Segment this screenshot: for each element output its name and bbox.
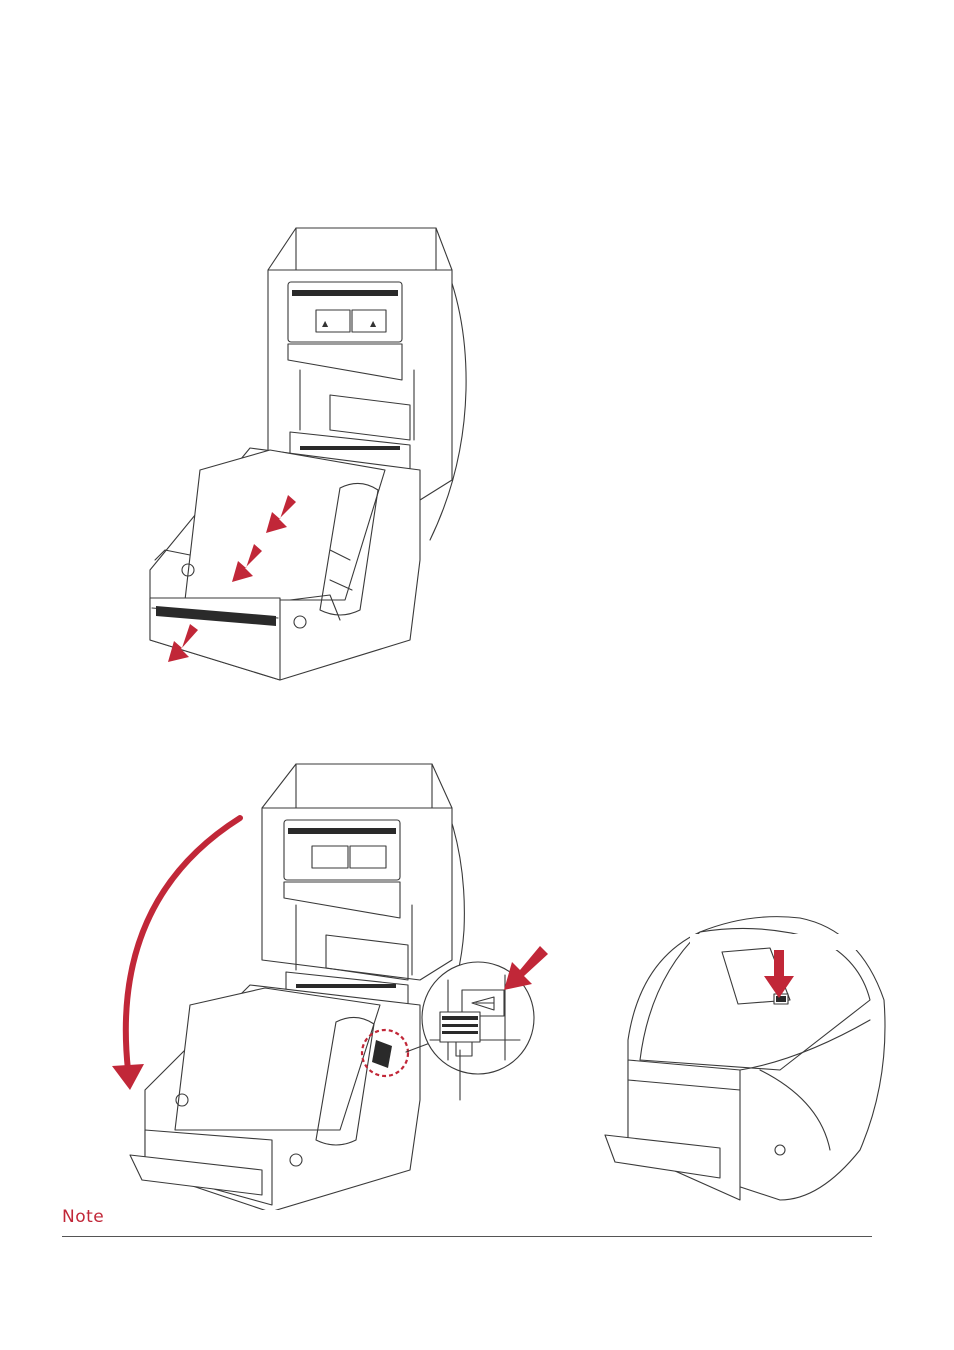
note-heading: Note xyxy=(62,1207,104,1227)
note-divider xyxy=(62,1236,872,1237)
figure-printer-closed xyxy=(0,0,954,1210)
